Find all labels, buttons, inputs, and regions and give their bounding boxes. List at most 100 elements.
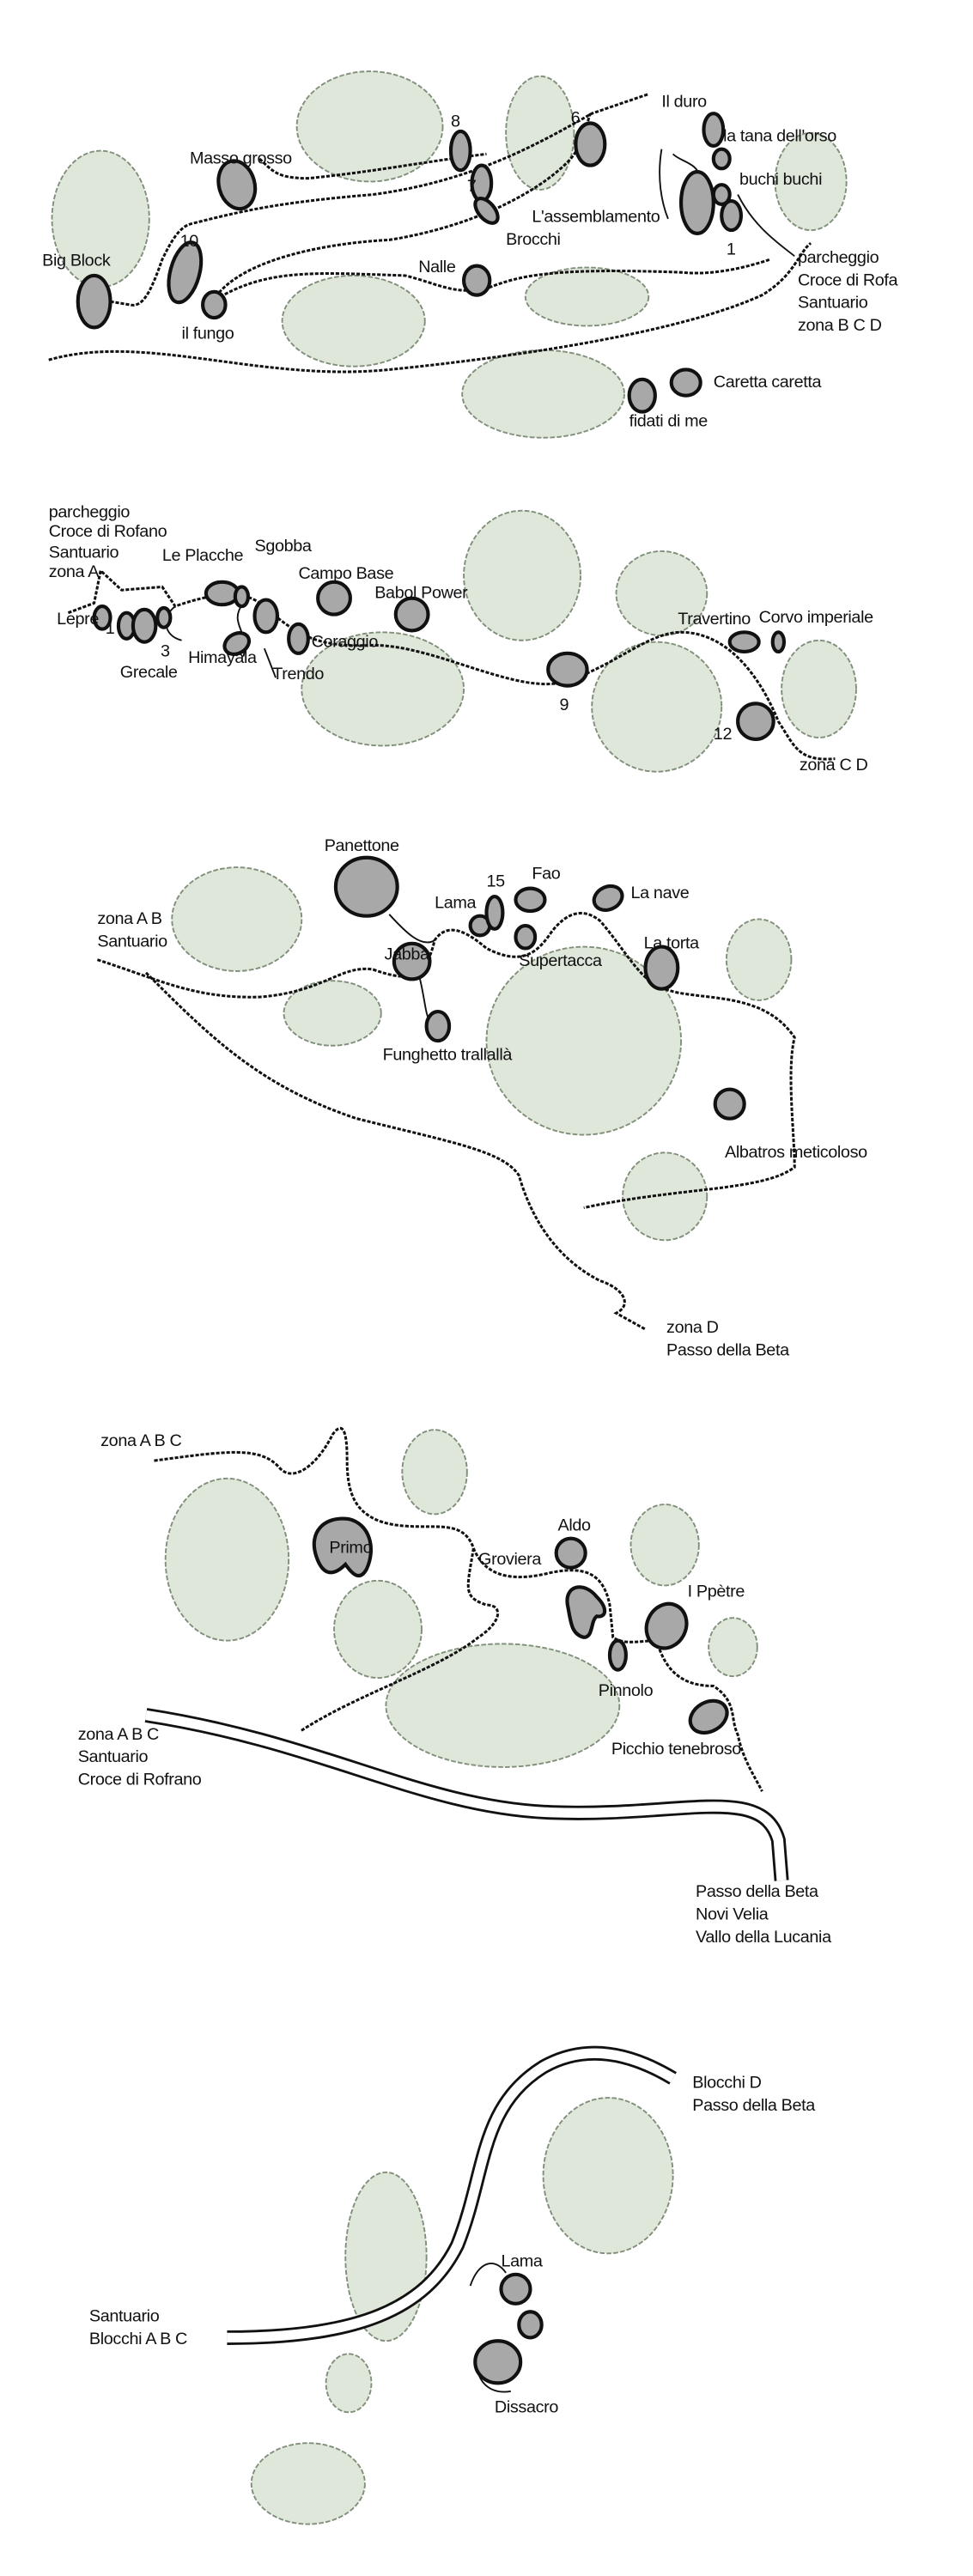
boulder-picchio-tenebroso [688, 1698, 729, 1735]
label: il fungo [182, 325, 234, 343]
boulder-aldo [554, 1536, 587, 1570]
map-sector-5: Blocchi D Passo della Beta Lama Santuari… [89, 2045, 817, 2525]
trail [299, 1547, 500, 1733]
tree-icon [463, 509, 581, 641]
label: Santuario [78, 1747, 149, 1766]
label: Santuario [49, 543, 119, 562]
label: Il duro [661, 93, 707, 112]
trail [67, 568, 836, 761]
label: Croce di Rofa [798, 270, 899, 289]
label: Funghetto trallallà [383, 1046, 514, 1065]
map-sector-3: Panettone 15 Fao Lama La nave zona A B S… [96, 836, 867, 1359]
label: Groviera [478, 1550, 542, 1569]
label: 7 [467, 177, 477, 196]
boulder-big-block [76, 273, 113, 330]
label: La nave [631, 884, 690, 902]
boulder-funghetto-trallalla [424, 1010, 452, 1043]
label: 1 [106, 619, 115, 638]
boulder-lepre [92, 605, 113, 631]
label: Albatros meticoloso [725, 1143, 867, 1162]
label: zona A B C [78, 1725, 159, 1744]
tree-icon [283, 980, 382, 1047]
boulder-la-tana-dell-orso [711, 147, 732, 171]
boulder-il-fungo [201, 289, 228, 320]
boulder-corvo-imperiale [770, 630, 787, 654]
label: Croce di Rofrano [78, 1771, 202, 1789]
tree-icon [505, 75, 575, 191]
label: Travertino [678, 610, 751, 629]
label: 6 [571, 108, 581, 127]
label: Santuario [798, 294, 868, 313]
tree-icon [542, 2097, 674, 2255]
tree-icon [171, 866, 303, 972]
boulder-buchi-buchi [711, 183, 732, 206]
boulder-le-placche [204, 580, 240, 607]
tree-icon [461, 349, 625, 439]
boulder-fao [514, 886, 547, 914]
road [145, 1710, 787, 1881]
tree-icon [333, 1579, 423, 1680]
trail [96, 912, 796, 1210]
tree-icon [485, 945, 683, 1136]
label: Novi Velia [696, 1905, 769, 1923]
boulder-fidati-di-me [627, 377, 657, 414]
label: L'assemblamento [532, 208, 660, 227]
boulder-3 [155, 605, 173, 629]
boulder-i-ppetre [644, 1601, 689, 1650]
label: Le Placche [162, 546, 244, 565]
label: 9 [559, 696, 569, 714]
tree-icon [774, 131, 848, 232]
boulder-coraggio [287, 622, 310, 655]
boulder-la-nave [592, 884, 624, 912]
label: buchi buchi [739, 170, 822, 189]
label: Pinnolo [599, 1681, 654, 1700]
label: Caretta caretta [714, 373, 823, 392]
tree-icon [250, 2442, 366, 2525]
label: Campo Base [298, 564, 393, 583]
label: Passo della Beta [692, 2096, 816, 2115]
label: Picchio tenebroso [611, 1740, 741, 1759]
boulder-babol-power [393, 596, 430, 633]
label: Fao [532, 864, 560, 883]
label: zona C D [800, 756, 868, 775]
label: Vallo della Lucania [696, 1928, 832, 1947]
boulder-albatros-meticoloso [713, 1087, 746, 1121]
tree-icon [401, 1429, 468, 1516]
trail [110, 93, 649, 307]
label: Dissacro [495, 2397, 558, 2416]
boulder-l-assemblamento [678, 170, 715, 235]
boulder-grecale [131, 607, 158, 644]
label: 8 [451, 112, 460, 131]
label: parcheggio [49, 502, 131, 521]
boulder-panettone [333, 855, 399, 918]
boulder-6 [574, 121, 607, 167]
tree-icon [301, 631, 465, 747]
label: La torta [644, 933, 701, 952]
tree-icon [295, 70, 444, 183]
trail [48, 241, 812, 374]
trail [144, 971, 647, 1331]
boulder-caretta-caretta [669, 368, 702, 398]
label: Masso grosso [190, 149, 292, 168]
label: 1 [727, 240, 736, 258]
road [227, 2048, 676, 2343]
label: Santuario [89, 2307, 160, 2326]
label: Supertacca [519, 951, 603, 970]
label: Santuario [97, 933, 167, 951]
boulder-nalle [461, 264, 492, 297]
boulder-travertino [727, 630, 761, 654]
tree-icon [781, 639, 857, 738]
label: Sgobba [255, 537, 313, 556]
label: 3 [161, 642, 170, 661]
tree-icon [524, 266, 650, 327]
boulder-12 [736, 702, 775, 741]
label: la tana dell'orso [723, 126, 836, 145]
label: zona A B [97, 909, 161, 928]
label: Blocchi A B C [89, 2330, 187, 2348]
label: Corvo imperiale [759, 608, 873, 627]
map-sector-1: Masso grosso 8 6 Il duro la tana dell'or… [42, 70, 899, 439]
label: Grecale [120, 663, 178, 682]
tree-icon [281, 275, 426, 368]
